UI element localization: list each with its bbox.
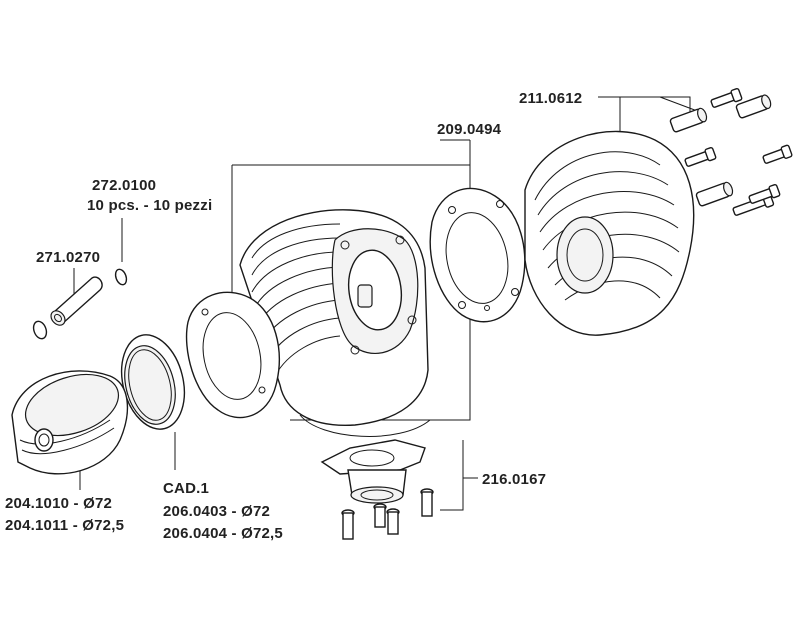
label-rings-title: CAD.1 <box>163 480 209 497</box>
label-rings-code-2: 206.0404 - Ø72,5 <box>163 525 283 542</box>
piston-rings <box>120 334 186 430</box>
label-pin-code: 271.0270 <box>36 249 100 266</box>
base-gasket <box>185 291 280 419</box>
wrist-pin <box>50 276 103 326</box>
head-gasket <box>429 187 526 323</box>
cylinder-head <box>524 130 695 336</box>
intake-manifold <box>320 439 426 504</box>
piston <box>11 370 129 475</box>
label-piston-code-1: 204.1010 - Ø72 <box>5 495 112 512</box>
label-piston-code-2: 204.1011 - Ø72,5 <box>5 517 124 534</box>
circlips <box>32 268 128 340</box>
label-rings-code-1: 206.0403 - Ø72 <box>163 503 270 520</box>
cylinder <box>239 209 431 437</box>
part-labels: 211.0612 209.0494 272.0100 10 pcs. - 10 … <box>5 90 582 542</box>
manifold-screws <box>341 488 434 540</box>
label-head-code: 211.0612 <box>519 90 582 107</box>
label-manifold-code: 216.0167 <box>482 471 546 488</box>
label-clip-qty: 10 pcs. - 10 pezzi <box>87 197 212 214</box>
head-screws <box>669 87 793 216</box>
label-head-gasket-code: 209.0494 <box>437 121 502 138</box>
label-clip-code: 272.0100 <box>92 177 156 194</box>
